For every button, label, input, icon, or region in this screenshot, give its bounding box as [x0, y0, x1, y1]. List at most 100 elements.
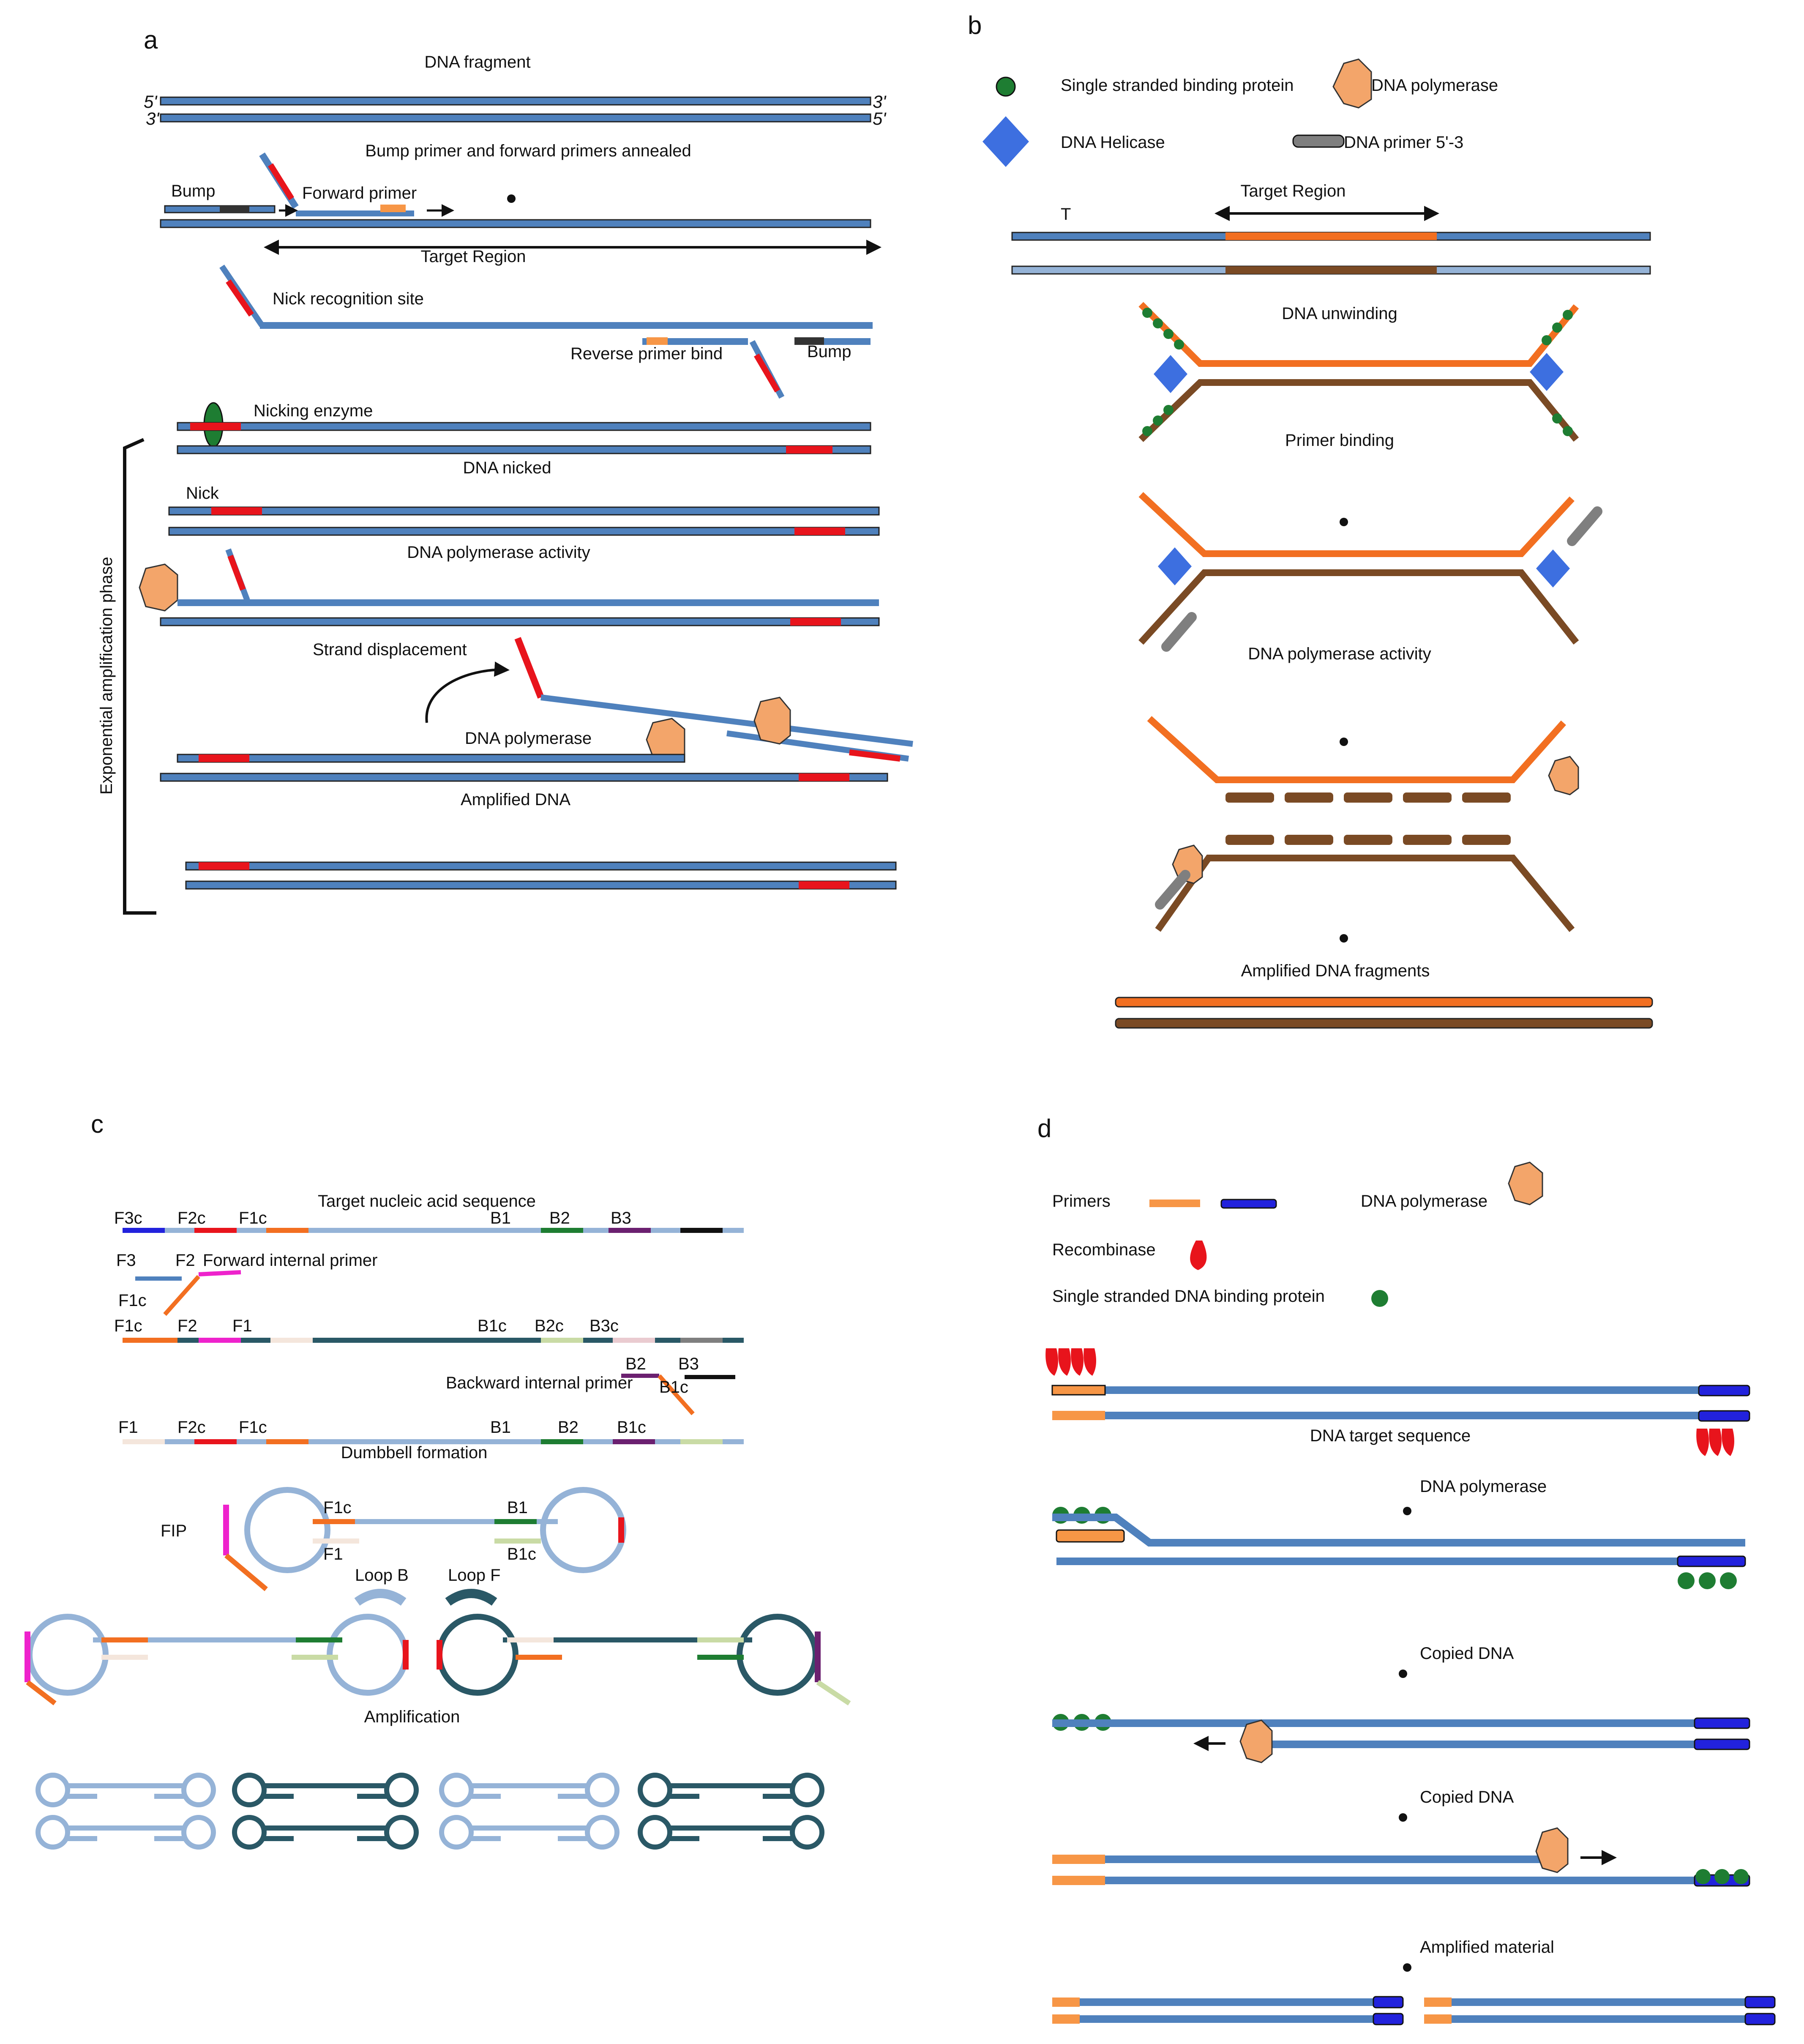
step-arrow-icon	[1340, 738, 1348, 746]
seq-label: F1	[232, 1317, 252, 1335]
fragment	[1344, 835, 1392, 845]
recombinase-icon	[1071, 1348, 1083, 1376]
helicase-icon	[983, 116, 1029, 167]
strand	[185, 880, 897, 890]
helicase-icon	[1536, 549, 1570, 588]
brown-strand	[1138, 569, 1579, 645]
ssb-icon	[996, 77, 1016, 97]
primer-legend: DNA primer 5'-3	[1344, 133, 1463, 152]
primer-icon	[1292, 134, 1345, 148]
loop	[437, 1614, 519, 1696]
target-region-label: Target Region	[1240, 182, 1345, 200]
segment	[680, 1439, 723, 1444]
blue-primer	[1694, 1717, 1750, 1729]
ssb-icon	[1153, 415, 1163, 426]
loop	[27, 1614, 109, 1696]
ssb-icon	[1163, 329, 1174, 339]
loop	[737, 1614, 819, 1696]
segment	[313, 1519, 355, 1524]
amplified-dna-label: Amplified DNA	[461, 790, 570, 809]
segment	[101, 1655, 148, 1660]
segment	[613, 1439, 655, 1444]
polymerase-icon	[1535, 1827, 1569, 1873]
target-sequence-label: Target nucleic acid sequence	[318, 1192, 536, 1211]
loop-f-primer	[445, 1589, 497, 1606]
recombinase-icon	[1696, 1429, 1709, 1456]
seq-label: B1	[490, 1418, 511, 1437]
target-region-label: Target Region	[420, 247, 526, 266]
fragment	[1285, 835, 1333, 845]
loop	[439, 1773, 474, 1807]
ssb-icon	[1714, 1869, 1730, 1884]
amplified-fragments-label: Amplified DNA fragments	[1241, 962, 1430, 980]
nick-site	[514, 637, 544, 699]
helicase-icon	[1158, 547, 1192, 585]
amplification-products	[35, 1773, 824, 1850]
dna-fragment-title: DNA fragment	[424, 53, 530, 71]
loop	[384, 1815, 419, 1850]
recombinase-cluster	[1045, 1348, 1096, 1376]
panel-b-letter: b	[968, 11, 982, 39]
ssb-icon	[1153, 318, 1163, 328]
ssb-icon	[1720, 1572, 1737, 1589]
seq-label: F2c	[177, 1418, 206, 1437]
bump-primer	[794, 337, 824, 345]
segment	[163, 1275, 200, 1316]
primer	[1056, 1529, 1125, 1543]
seq-label: F1c	[118, 1291, 147, 1310]
loop	[638, 1773, 672, 1807]
polymerase-icon	[753, 697, 791, 745]
orange-strand	[1147, 716, 1566, 783]
seq-label: B1c	[659, 1378, 688, 1396]
nick-site	[211, 507, 262, 515]
step-arrow-icon	[1399, 1670, 1407, 1678]
primers-legend: Primers	[1052, 1192, 1111, 1211]
recombinase-cluster	[1696, 1429, 1734, 1456]
ssb-legend: Single stranded DNA binding protein	[1052, 1287, 1325, 1306]
polymerase-activity-label: DNA polymerase activity	[1248, 645, 1431, 663]
strand	[160, 617, 880, 626]
segment	[541, 1439, 583, 1444]
strand	[260, 322, 873, 329]
loop	[384, 1773, 419, 1807]
fragment	[1344, 792, 1392, 803]
panel-a-letter: a	[144, 26, 158, 54]
segment	[494, 1538, 541, 1544]
segment	[266, 1439, 308, 1444]
segment	[609, 1228, 651, 1233]
recombinase-icon	[1045, 1348, 1058, 1376]
seq-label: B1c	[617, 1418, 646, 1437]
nick-site	[227, 555, 246, 591]
step-arrow-icon	[1403, 1507, 1411, 1515]
ssb-cluster	[1142, 308, 1573, 436]
segment	[26, 1680, 57, 1705]
segment	[313, 1538, 359, 1544]
amplified-strand	[1115, 997, 1653, 1008]
strand	[185, 861, 897, 871]
displaced-strand	[540, 694, 913, 747]
fragment-top-strand	[160, 96, 871, 106]
seq-label: B2	[549, 1209, 570, 1227]
seq-label: F2	[177, 1317, 197, 1335]
panel-c: c Target nucleic acid sequence F3c F2c F…	[25, 1110, 851, 1850]
nicking-enzyme-label: Nicking enzyme	[254, 402, 373, 420]
loop-f-label: Loop F	[448, 1566, 501, 1585]
segment	[266, 1228, 308, 1233]
strand	[177, 445, 871, 454]
brown-strand	[1155, 855, 1575, 932]
loop	[181, 1773, 216, 1807]
step-arrow-icon	[1340, 518, 1348, 526]
segment	[816, 1680, 851, 1705]
ssb-icon	[1563, 310, 1573, 320]
nick-site	[794, 527, 845, 535]
ssb-icon	[1142, 308, 1152, 318]
seq-label: Forward internal primer	[203, 1251, 377, 1270]
ssb-icon	[1163, 405, 1174, 415]
copied-dna-label-1: Copied DNA	[1420, 1644, 1514, 1663]
seq-label: Backward internal primer	[446, 1374, 633, 1392]
fragment	[1225, 835, 1274, 845]
amplified-material-label: Amplified material	[1420, 1938, 1554, 1957]
strand	[1052, 1386, 1741, 1394]
primer	[1052, 2014, 1080, 2024]
recombinase-icon	[1190, 1241, 1207, 1270]
